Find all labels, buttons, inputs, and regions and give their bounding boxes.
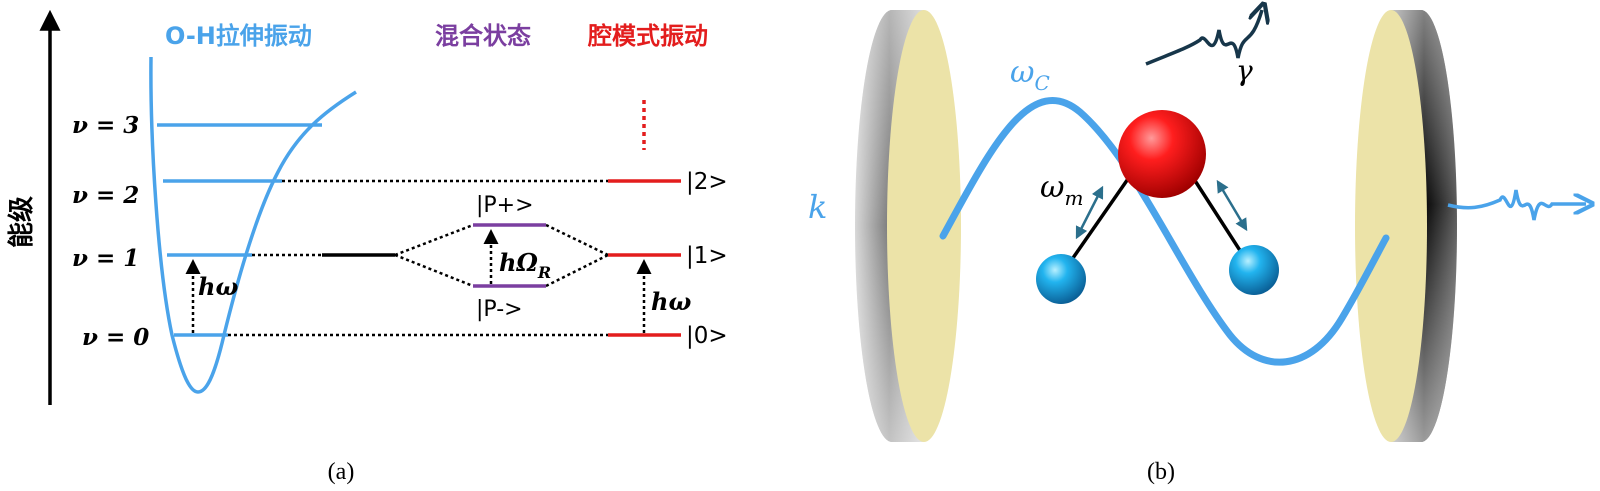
omega-m-subscript: m [1064, 186, 1083, 210]
k-label: k [808, 188, 827, 226]
header-cavity-mode: 腔模式振动 [587, 22, 708, 50]
polariton-upper-label: |P+> [476, 193, 534, 218]
cavity-ket-1: |1> [686, 243, 728, 269]
cavity-standing-wave [939, 97, 1390, 366]
left-mirror [855, 10, 961, 442]
right-mirror [1355, 10, 1457, 442]
rabi-splitting-label: hΩR [499, 248, 551, 282]
caption-a: (a) [328, 459, 355, 485]
oxygen-atom [1118, 110, 1206, 198]
axis-label: 能级 [6, 196, 37, 248]
hydrogen-atom-right [1229, 245, 1279, 295]
header-oh-stretch: O-H拉伸振动 [165, 22, 312, 50]
label-v0: ν = 0 [82, 324, 149, 351]
split-lower-right [545, 253, 609, 288]
photon-out [1447, 189, 1586, 221]
right-mirror-face [1355, 10, 1427, 442]
omega-m-label: ωm [1040, 170, 1083, 210]
photon-in [1145, 10, 1262, 66]
split-upper-left [394, 223, 474, 257]
omega-c-label: ωC [1010, 55, 1050, 95]
polariton-lower-label: |P-> [476, 297, 523, 322]
morse-potential-curve [149, 56, 357, 394]
rabi-subscript: R [537, 263, 551, 282]
panel-a: 能级 O-H拉伸振动 混合状态 腔模式振动 ν = 3 ν = 2 ν = 1 … [6, 9, 728, 485]
gamma-label: γ [1236, 54, 1253, 87]
vibration-arrow-left [1075, 185, 1104, 240]
panel-b: k ωC γ ωm (b) [808, 10, 1586, 485]
omega-c-subscript: C [1034, 71, 1049, 95]
left-mirror-face [887, 10, 961, 442]
cavity-ket-0: |0> [686, 323, 728, 349]
hbar-omega-right: hω [651, 287, 691, 316]
vibration-arrow-right [1216, 179, 1248, 232]
caption-b: (b) [1147, 459, 1175, 485]
header-mixed-state: 混合状态 [435, 22, 531, 50]
hbar-omega-left: hω [198, 272, 238, 301]
split-lower-left [394, 253, 474, 288]
water-molecule [1036, 110, 1279, 304]
hydrogen-atom-left [1036, 254, 1086, 304]
label-v2: ν = 2 [72, 182, 139, 209]
label-v3: ν = 3 [72, 112, 139, 139]
cavity-ket-2: |2> [686, 169, 728, 195]
label-v1: ν = 1 [72, 245, 139, 272]
split-upper-right [545, 223, 609, 257]
